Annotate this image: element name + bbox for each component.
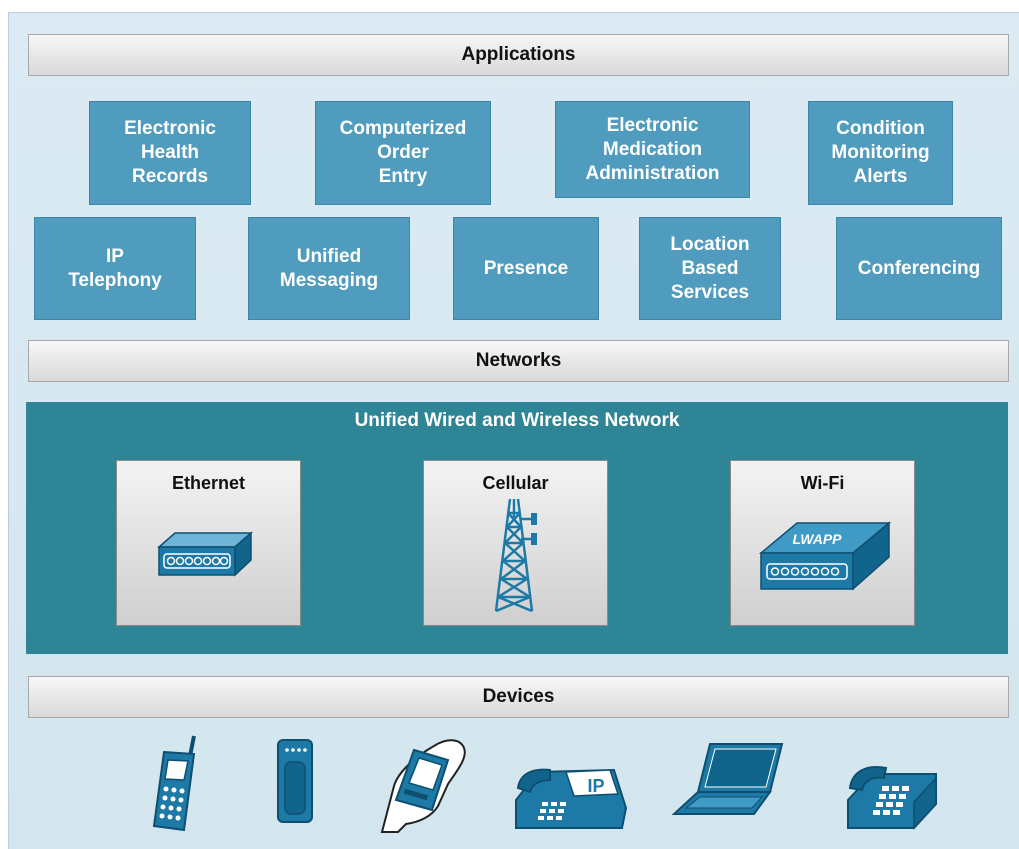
ethernet-label: Ethernet bbox=[171, 473, 245, 493]
network-cellular-box: Cellular bbox=[423, 460, 608, 626]
cell-tower-icon bbox=[494, 498, 537, 613]
ethernet-switch-icon bbox=[157, 531, 253, 577]
networks-bar: Networks bbox=[28, 340, 1009, 382]
app-conferencing: Conferencing bbox=[836, 217, 1002, 320]
network-ethernet-box: Ethernet bbox=[116, 460, 301, 626]
app-presence: Presence bbox=[453, 217, 599, 320]
wifi-label: Wi-Fi bbox=[800, 473, 845, 493]
cellular-label: Cellular bbox=[482, 473, 549, 493]
desk-phone-icon bbox=[847, 766, 937, 830]
ip-phone-label: IP bbox=[587, 776, 604, 796]
laptop-icon bbox=[671, 743, 784, 815]
app-electronic-health-records: Electronic Health Records bbox=[89, 101, 251, 205]
handheld-pda-icon bbox=[380, 739, 466, 833]
applications-bar: Applications bbox=[28, 34, 1009, 76]
lwapp-device-label: LWAPP bbox=[792, 531, 842, 547]
app-electronic-medication-administration: Electronic Medication Administration bbox=[555, 101, 750, 198]
wireless-handset-icon bbox=[152, 735, 196, 832]
networks-bar-label: Networks bbox=[475, 350, 562, 371]
unified-network-title: Unified Wired and Wireless Network bbox=[354, 410, 680, 431]
devices-bar-label: Devices bbox=[482, 686, 555, 707]
pager-badge-icon bbox=[277, 739, 313, 823]
devices-bar: Devices bbox=[28, 676, 1009, 718]
applications-bar-label: Applications bbox=[461, 44, 576, 65]
app-ip-telephony: IP Telephony bbox=[34, 217, 196, 320]
ip-phone-icon: IP bbox=[515, 768, 628, 829]
app-computerized-order-entry: Computerized Order Entry bbox=[315, 101, 491, 205]
app-location-based-services: Location Based Services bbox=[639, 217, 781, 320]
app-unified-messaging: Unified Messaging bbox=[248, 217, 410, 320]
lwapp-access-point-icon: LWAPP bbox=[758, 521, 892, 591]
network-wifi-box: Wi-Fi LWAPP bbox=[730, 460, 915, 626]
app-condition-monitoring-alerts: Condition Monitoring Alerts bbox=[808, 101, 953, 205]
